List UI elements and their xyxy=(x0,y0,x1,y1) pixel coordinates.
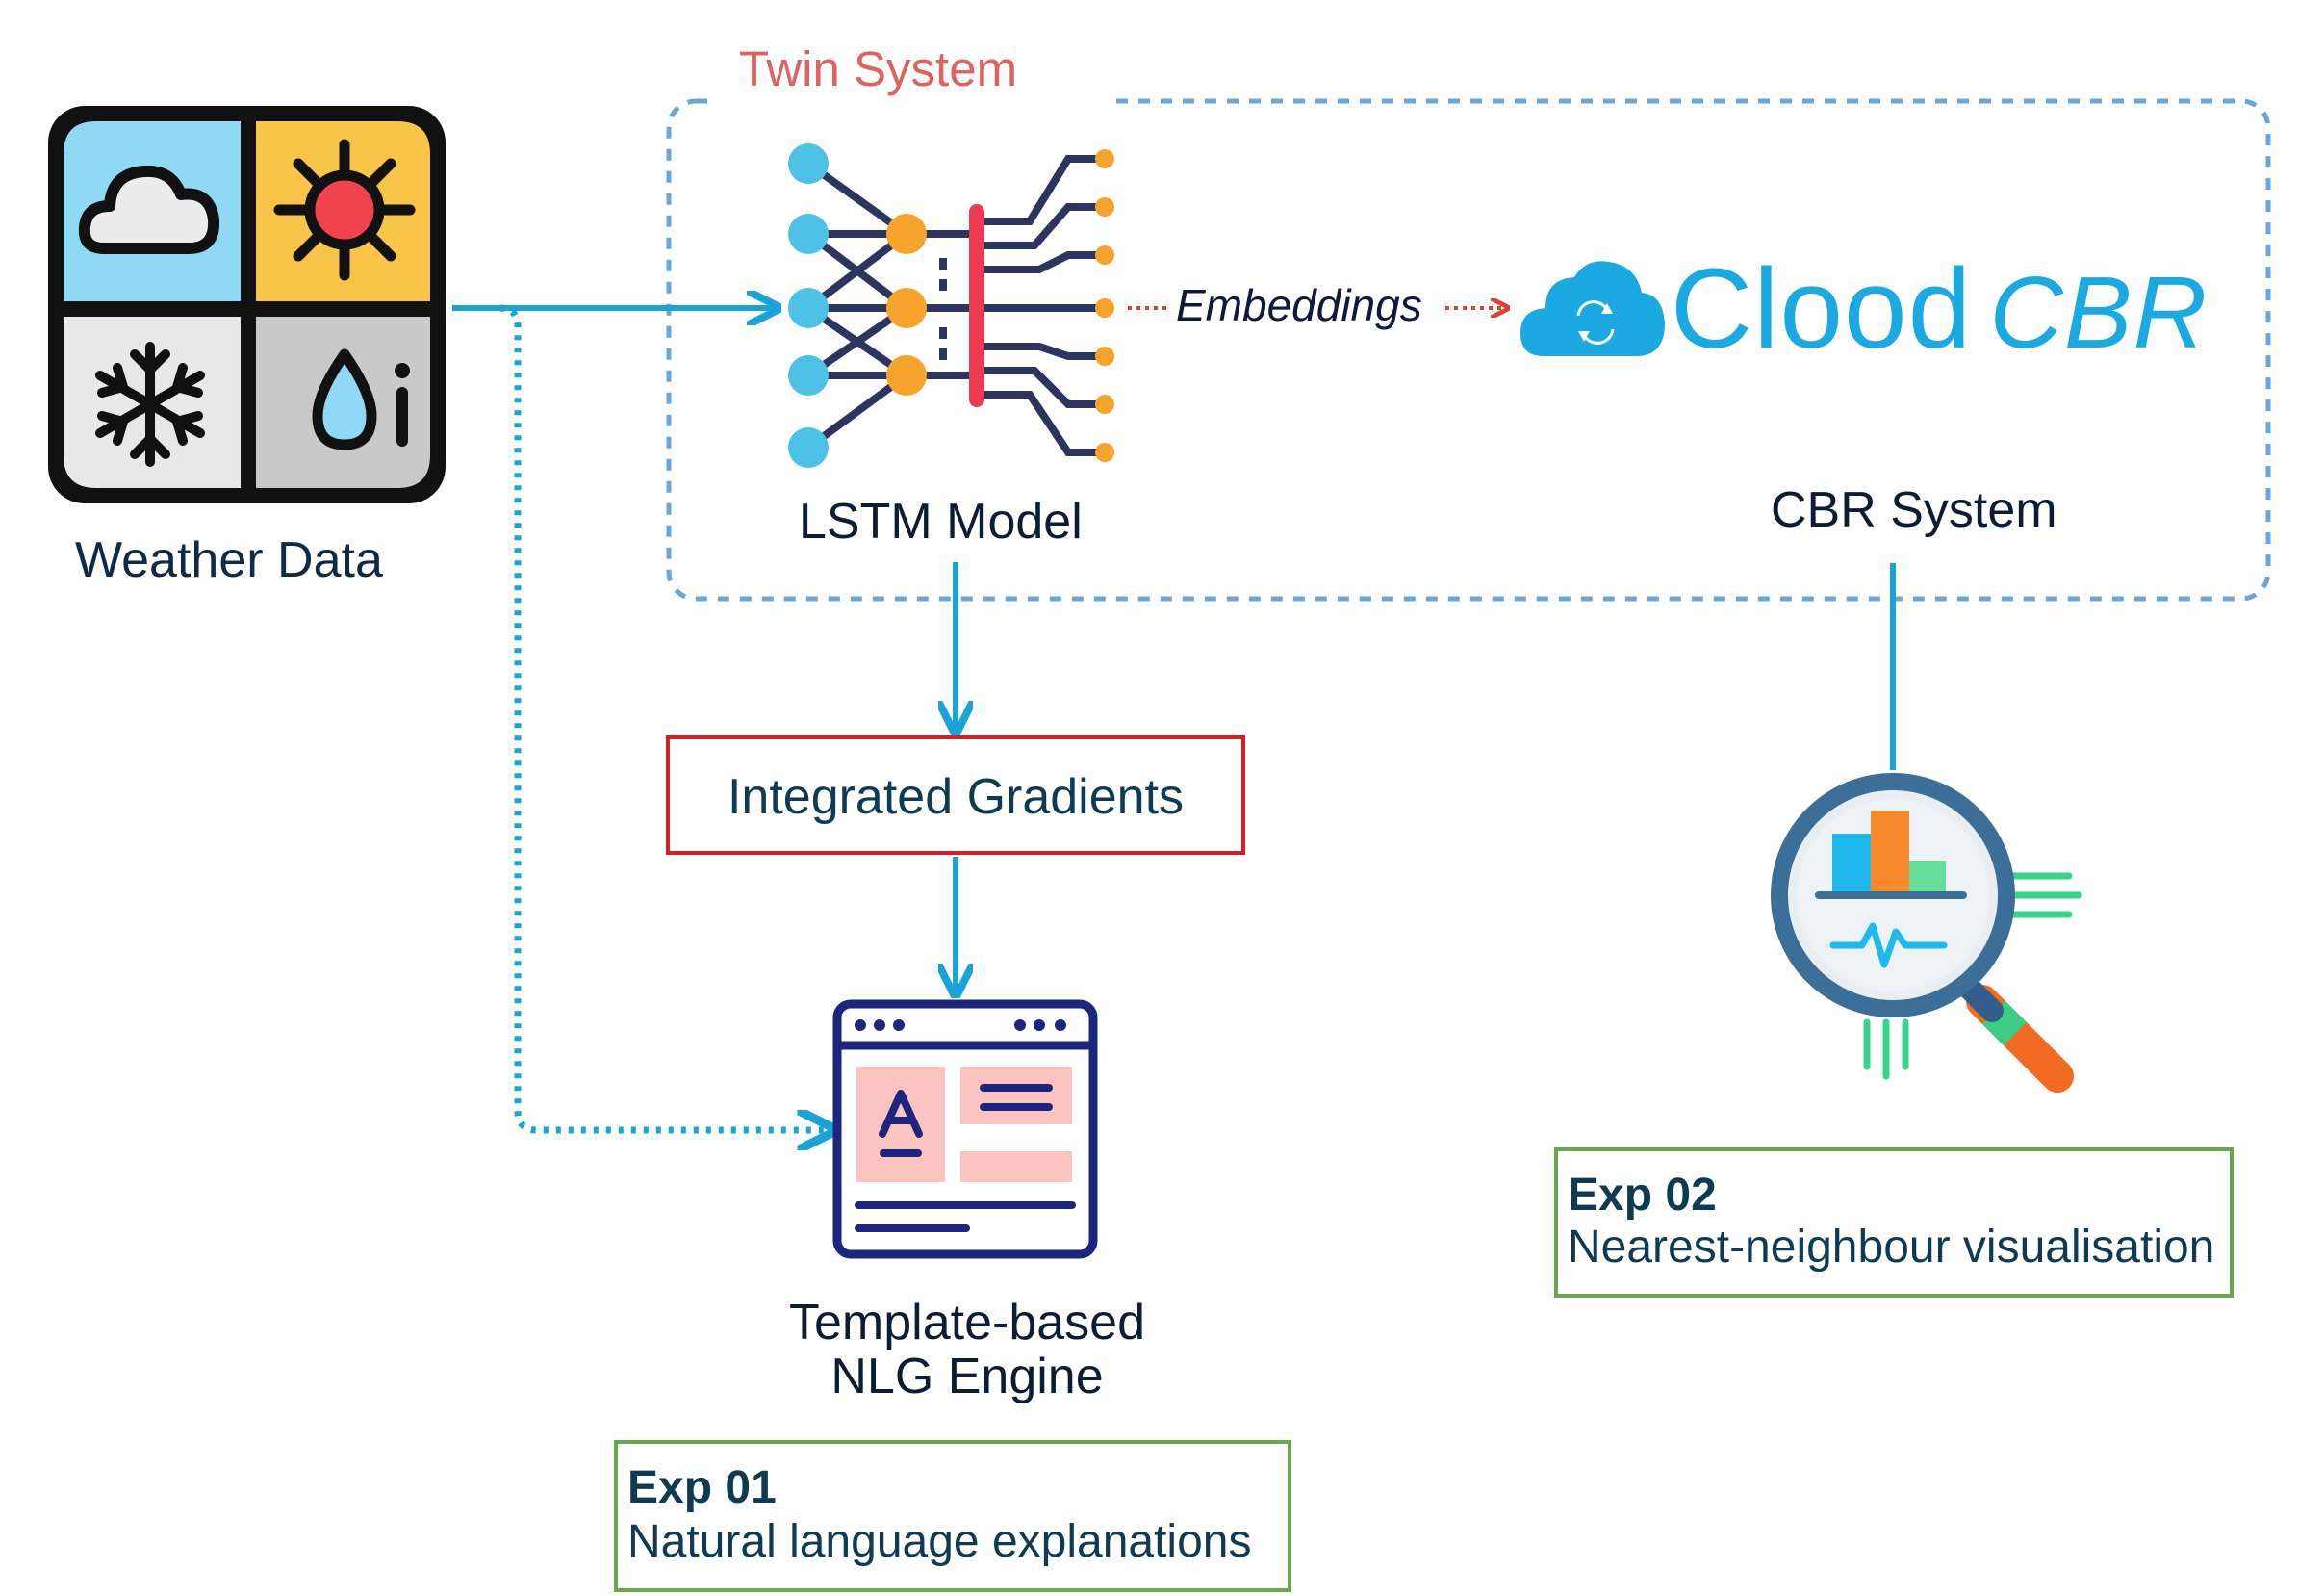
nlg-label-line1: Template-based xyxy=(789,1295,1145,1351)
weather-sun-icon xyxy=(273,139,416,281)
integrated-gradients-box: Integrated Gradients xyxy=(666,735,1245,855)
cbr-system-label: CBR System xyxy=(1771,482,2057,538)
weather-data-icon xyxy=(48,106,446,503)
cbr-logo-word: CBR xyxy=(1989,256,2209,370)
weather-humidity-icon xyxy=(312,348,410,450)
lstm-model-label: LSTM Model xyxy=(799,494,1083,550)
exp01-title: Exp 01 xyxy=(627,1462,777,1513)
exp01-box: Exp 01 Natural language explanations xyxy=(614,1440,1291,1592)
twin-system-region xyxy=(666,98,2271,602)
clood-logo-word: Clood xyxy=(1671,245,1973,373)
weather-cloud-icon xyxy=(78,165,220,254)
exp02-title: Exp 02 xyxy=(1568,1170,1717,1221)
magnifier-chart-icon xyxy=(1771,773,2082,1093)
weather-snowflake-icon xyxy=(95,342,205,467)
exp01-description: Natural language explanations xyxy=(627,1516,1252,1567)
exp02-description: Nearest-neighbour visualisation xyxy=(1568,1222,2215,1273)
cloud-sync-icon xyxy=(1520,261,1665,356)
nlg-label-line2: NLG Engine xyxy=(830,1349,1104,1404)
browser-template-icon xyxy=(832,999,1098,1259)
weather-data-label: Weather Data xyxy=(75,532,383,588)
nlg-engine-label: Template-based NLG Engine xyxy=(731,1296,1203,1403)
embeddings-label: Embeddings xyxy=(1176,280,1422,330)
integrated-gradients-label: Integrated Gradients xyxy=(727,769,1185,825)
twin-system-title: Twin System xyxy=(739,41,1018,96)
arrow-weather-to-nlg xyxy=(499,304,830,1130)
neural-network-icon xyxy=(788,143,1114,468)
exp02-box: Exp 02 Nearest-neighbour visualisation xyxy=(1554,1147,2234,1298)
